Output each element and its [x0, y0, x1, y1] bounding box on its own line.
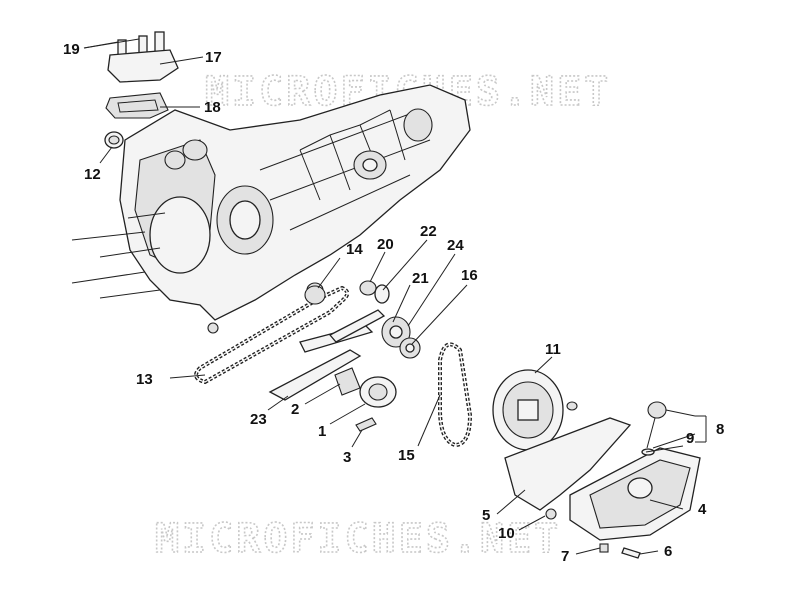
oil-pump-cover-group	[104, 31, 179, 149]
sprocket-group	[381, 316, 421, 359]
oil-pump-chain-15	[438, 342, 473, 448]
callout-3: 3	[343, 449, 351, 466]
callout-13: 13	[136, 371, 153, 388]
callout-12: 12	[84, 166, 101, 183]
callout-8: 8	[716, 421, 724, 438]
callout-6: 6	[664, 543, 672, 560]
dipstick-group	[641, 401, 667, 456]
callout-19: 19	[63, 41, 80, 58]
callout-14: 14	[346, 241, 363, 258]
washer-7	[599, 543, 609, 553]
callout-2: 2	[291, 401, 299, 418]
oil-sump-4	[569, 447, 701, 541]
chain-guide-group	[299, 280, 390, 353]
callout-17: 17	[205, 49, 222, 66]
callout-4: 4	[698, 501, 707, 518]
callout-23: 23	[250, 411, 267, 428]
callout-15: 15	[398, 447, 415, 464]
leader-lines	[83, 38, 707, 555]
cylinder-studs	[71, 212, 166, 299]
sump-gasket-5	[504, 417, 632, 511]
callout-7: 7	[561, 548, 569, 565]
callout-9: 9	[686, 430, 694, 447]
callout-20: 20	[377, 236, 394, 253]
bolt-6	[621, 547, 641, 559]
callout-1: 1	[318, 423, 326, 440]
callout-18: 18	[204, 99, 221, 116]
watermark-bottom: MICROFICHES.NET	[155, 516, 561, 562]
callout-16: 16	[461, 267, 478, 284]
crank-gear	[304, 285, 326, 305]
chain-tensioner-23	[268, 349, 362, 401]
plug-10	[545, 508, 557, 520]
timing-chain-13	[194, 285, 350, 385]
callout-21: 21	[412, 270, 429, 287]
callout-24: 24	[447, 237, 464, 254]
callout-5: 5	[482, 507, 490, 524]
oil-pump-group	[334, 367, 397, 432]
callout-10: 10	[498, 525, 515, 542]
pump-cover-11	[492, 369, 578, 451]
callout-labels: 19 17 18 12 13 14 20 22 24 21 16 23 2 1 …	[63, 41, 724, 565]
callout-22: 22	[420, 223, 437, 240]
crankcase	[119, 84, 471, 334]
callout-11: 11	[545, 341, 561, 358]
